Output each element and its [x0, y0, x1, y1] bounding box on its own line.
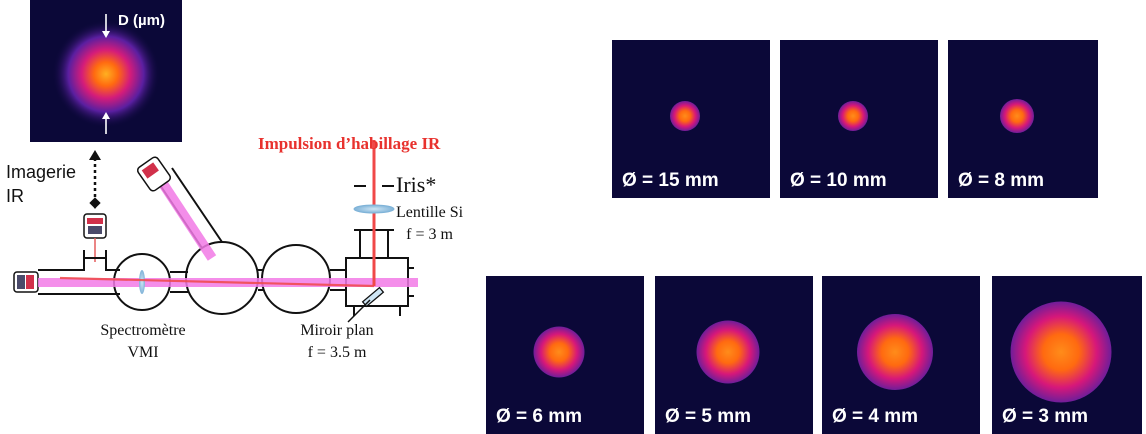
imaging-label-line2: IR — [6, 186, 24, 206]
beam-profile-tile: Ø = 3 mm — [992, 276, 1142, 434]
imaging-link-arrow — [89, 150, 101, 209]
beam-profile-tile: Ø = 6 mm — [486, 276, 644, 434]
beam-profile-tile: Ø = 15 mm — [612, 40, 770, 198]
lens-focal-length: f = 3 m — [406, 226, 453, 243]
ir-profile-image — [30, 0, 182, 142]
ir-pulse-label: Impulsion d’habillage IR — [258, 134, 441, 153]
beam-spot — [696, 320, 760, 384]
ir-camera — [83, 213, 107, 262]
mirror-name: Miroir plan — [300, 322, 374, 339]
lens-name: Lentille Si — [396, 204, 464, 221]
beam-spot — [1000, 98, 1034, 133]
beam-spot — [856, 313, 933, 390]
beam-diameter-label: Ø = 15 mm — [622, 170, 719, 191]
beam-spot — [669, 100, 700, 131]
xuv-source — [13, 271, 39, 293]
setup-diagram — [13, 0, 418, 323]
beam-profile-tile: Ø = 10 mm — [780, 40, 938, 198]
profile-diameter-label: D (µm) — [118, 12, 165, 29]
beam-diameter-label: Ø = 6 mm — [496, 406, 583, 427]
si-lens — [353, 204, 395, 214]
mirror-pointer — [347, 299, 371, 323]
beam-diameter-label: Ø = 8 mm — [958, 170, 1045, 191]
mirror-label: Miroir plan f = 3.5 m — [282, 320, 392, 364]
beam-spot — [533, 326, 585, 378]
beam-diameter-label: Ø = 4 mm — [832, 406, 919, 427]
imaging-label: Imagerie IR — [6, 160, 76, 208]
beam-diameter-label: Ø = 10 mm — [790, 170, 887, 191]
spectrometer-line1: Spectromètre — [100, 322, 186, 339]
beam-diameter-label: Ø = 5 mm — [665, 406, 752, 427]
iris-label: Iris* — [396, 172, 437, 197]
lens-label: Lentille Si f = 3 m — [396, 202, 463, 246]
beam-diameter-label: Ø = 3 mm — [1002, 406, 1089, 427]
beam-spot — [1010, 301, 1112, 403]
imaging-label-line1: Imagerie — [6, 162, 77, 182]
beam-profile-tile: Ø = 8 mm — [948, 40, 1098, 198]
spectrometer-line2: VMI — [127, 344, 159, 361]
spectrometer-label: Spectromètre VMI — [88, 320, 198, 364]
beam-profile-tile: Ø = 5 mm — [655, 276, 813, 434]
beam-profile-tile: Ø = 4 mm — [822, 276, 980, 434]
beam-spot — [837, 100, 868, 131]
secondary-source — [136, 156, 172, 192]
mirror-focal-length: f = 3.5 m — [307, 344, 367, 361]
